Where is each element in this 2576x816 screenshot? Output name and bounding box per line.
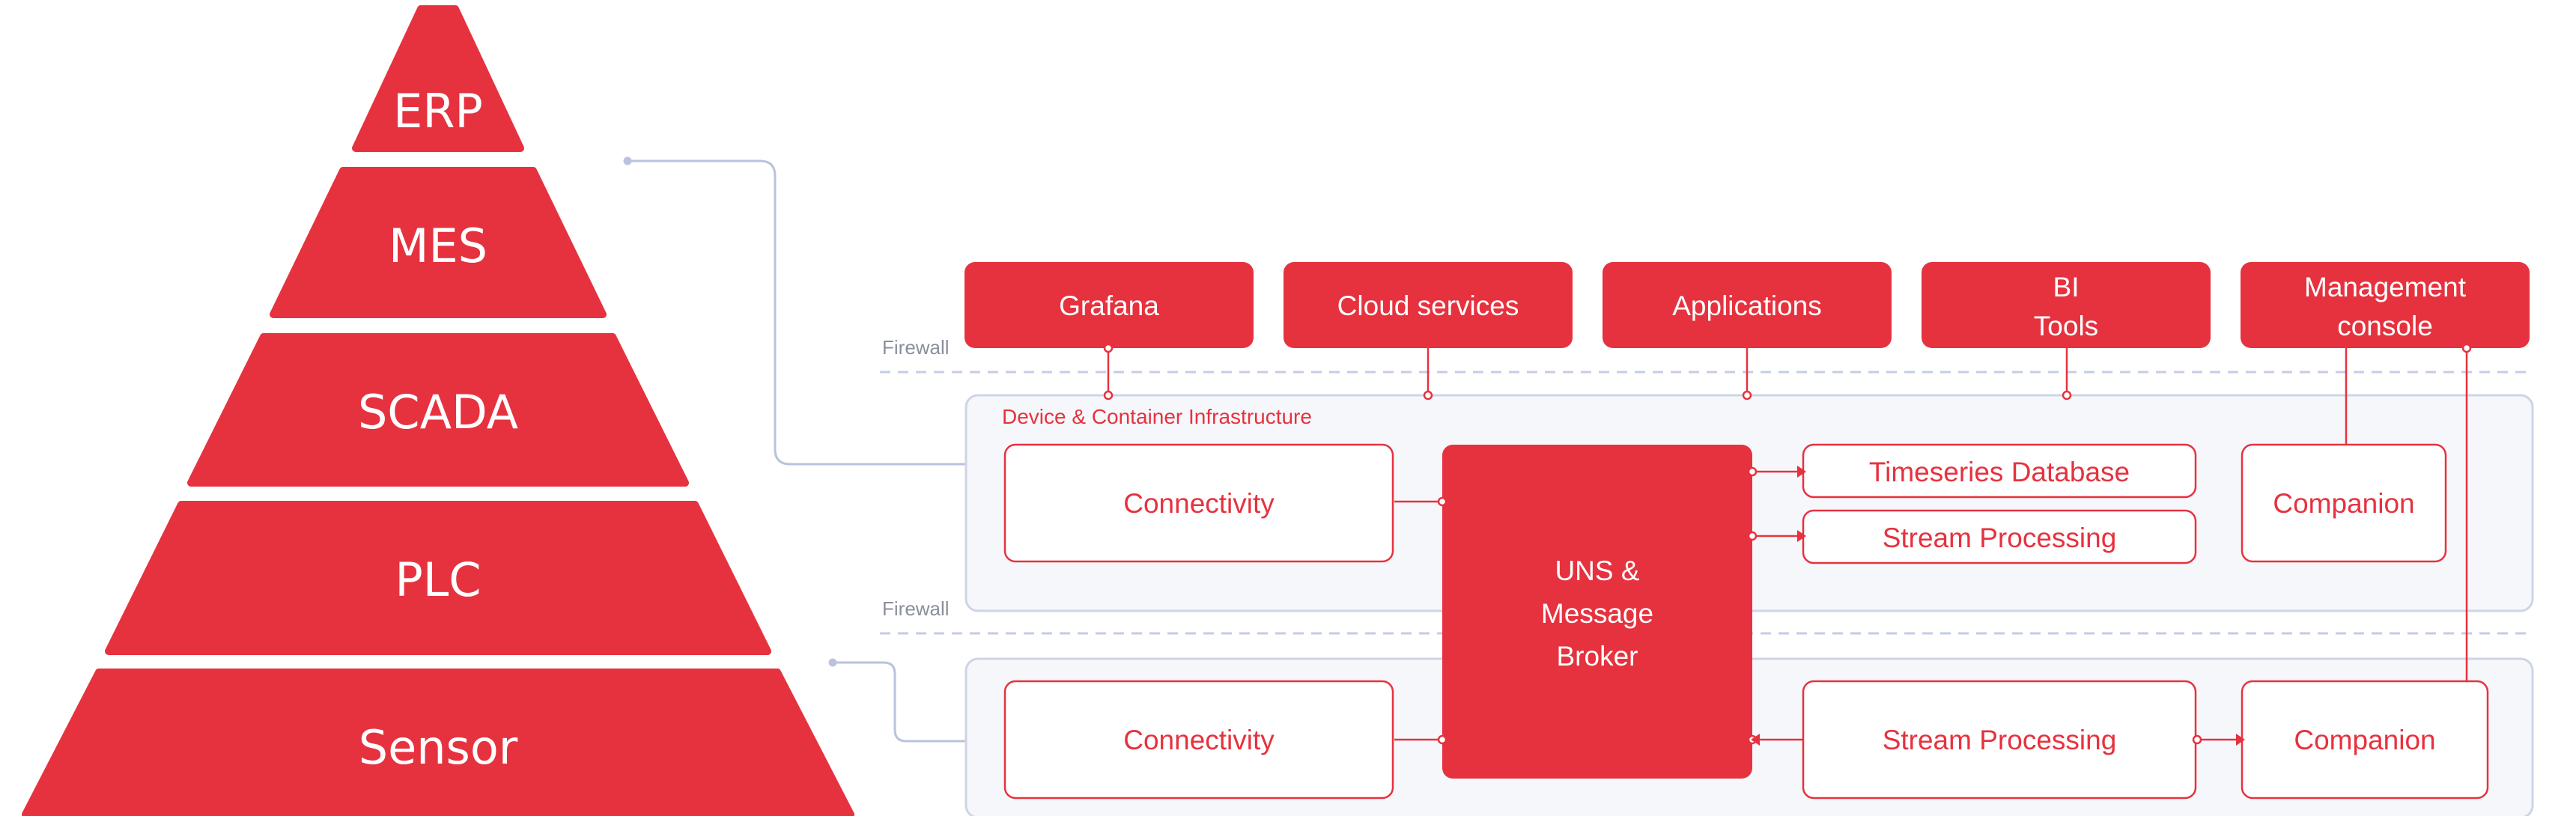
bi-tools-label-line2: Tools [2034, 311, 2098, 341]
arrow-heads [1751, 466, 2245, 746]
management-console-box[interactable] [2241, 262, 2530, 348]
pyramid-level-sensor[interactable] [22, 669, 854, 816]
pyramid-connectors [623, 156, 966, 743]
uns-message-broker-box[interactable] [1442, 445, 1752, 779]
pyramid-level-scada[interactable] [187, 333, 689, 487]
pyramid-label-scada: SCADA [358, 385, 518, 439]
firewall-label-top: Firewall [882, 336, 950, 359]
management-console-label-line2: console [2337, 311, 2433, 341]
infrastructure-title: Device & Container Infrastructure [1002, 405, 1312, 428]
grafana-box[interactable] [965, 262, 1254, 348]
broker-label-line3: Broker [1557, 641, 1638, 672]
pyramid-label-plc: PLC [395, 552, 481, 607]
cloud-services-label: Cloud services [1337, 290, 1519, 321]
app-row: Grafana Cloud services Applications BI T… [965, 262, 2530, 348]
firewall-label-bottom: Firewall [882, 597, 950, 620]
infra-companion-box[interactable] [2241, 443, 2447, 563]
infra-connectivity-box[interactable] [1003, 443, 1394, 563]
bi-tools-label-line1: BI [2053, 272, 2080, 302]
red-connectors [1107, 348, 2468, 741]
bi-tools-box[interactable] [1922, 262, 2211, 348]
automation-pyramid: ERP MES SCADA PLC Sensor [22, 5, 854, 816]
pyramid-level-erp[interactable] [352, 5, 524, 152]
connector-line-mes [628, 159, 966, 466]
connector-dots [1103, 343, 2472, 745]
pyramid-label-erp: ERP [393, 84, 483, 138]
infra-companion-label: Companion [2273, 488, 2414, 519]
applications-box[interactable] [1603, 262, 1892, 348]
connector-line-plc [833, 661, 966, 743]
pyramid-level-plc[interactable] [105, 501, 771, 655]
grafana-label: Grafana [1059, 290, 1159, 321]
timeseries-database-label: Timeseries Database [1869, 457, 2130, 487]
broker-label-line1: UNS & [1555, 555, 1639, 586]
edge-connectivity-label: Connectivity [1123, 725, 1275, 755]
infra-stream-processing-label: Stream Processing [1883, 523, 2117, 553]
edge-companion-label: Companion [2294, 725, 2435, 755]
management-console-label-line1: Management [2304, 272, 2467, 302]
edge-connectivity-box[interactable] [1003, 680, 1394, 800]
pyramid-label-sensor: Sensor [359, 720, 518, 775]
cloud-services-box[interactable] [1284, 262, 1573, 348]
applications-label: Applications [1672, 290, 1822, 321]
pyramid-label-mes: MES [389, 219, 487, 273]
infra-connectivity-label: Connectivity [1123, 488, 1275, 519]
pyramid-level-mes[interactable] [270, 167, 607, 318]
broker-label-line2: Message [1541, 598, 1653, 629]
edge-stream-processing-label: Stream Processing [1883, 725, 2117, 755]
